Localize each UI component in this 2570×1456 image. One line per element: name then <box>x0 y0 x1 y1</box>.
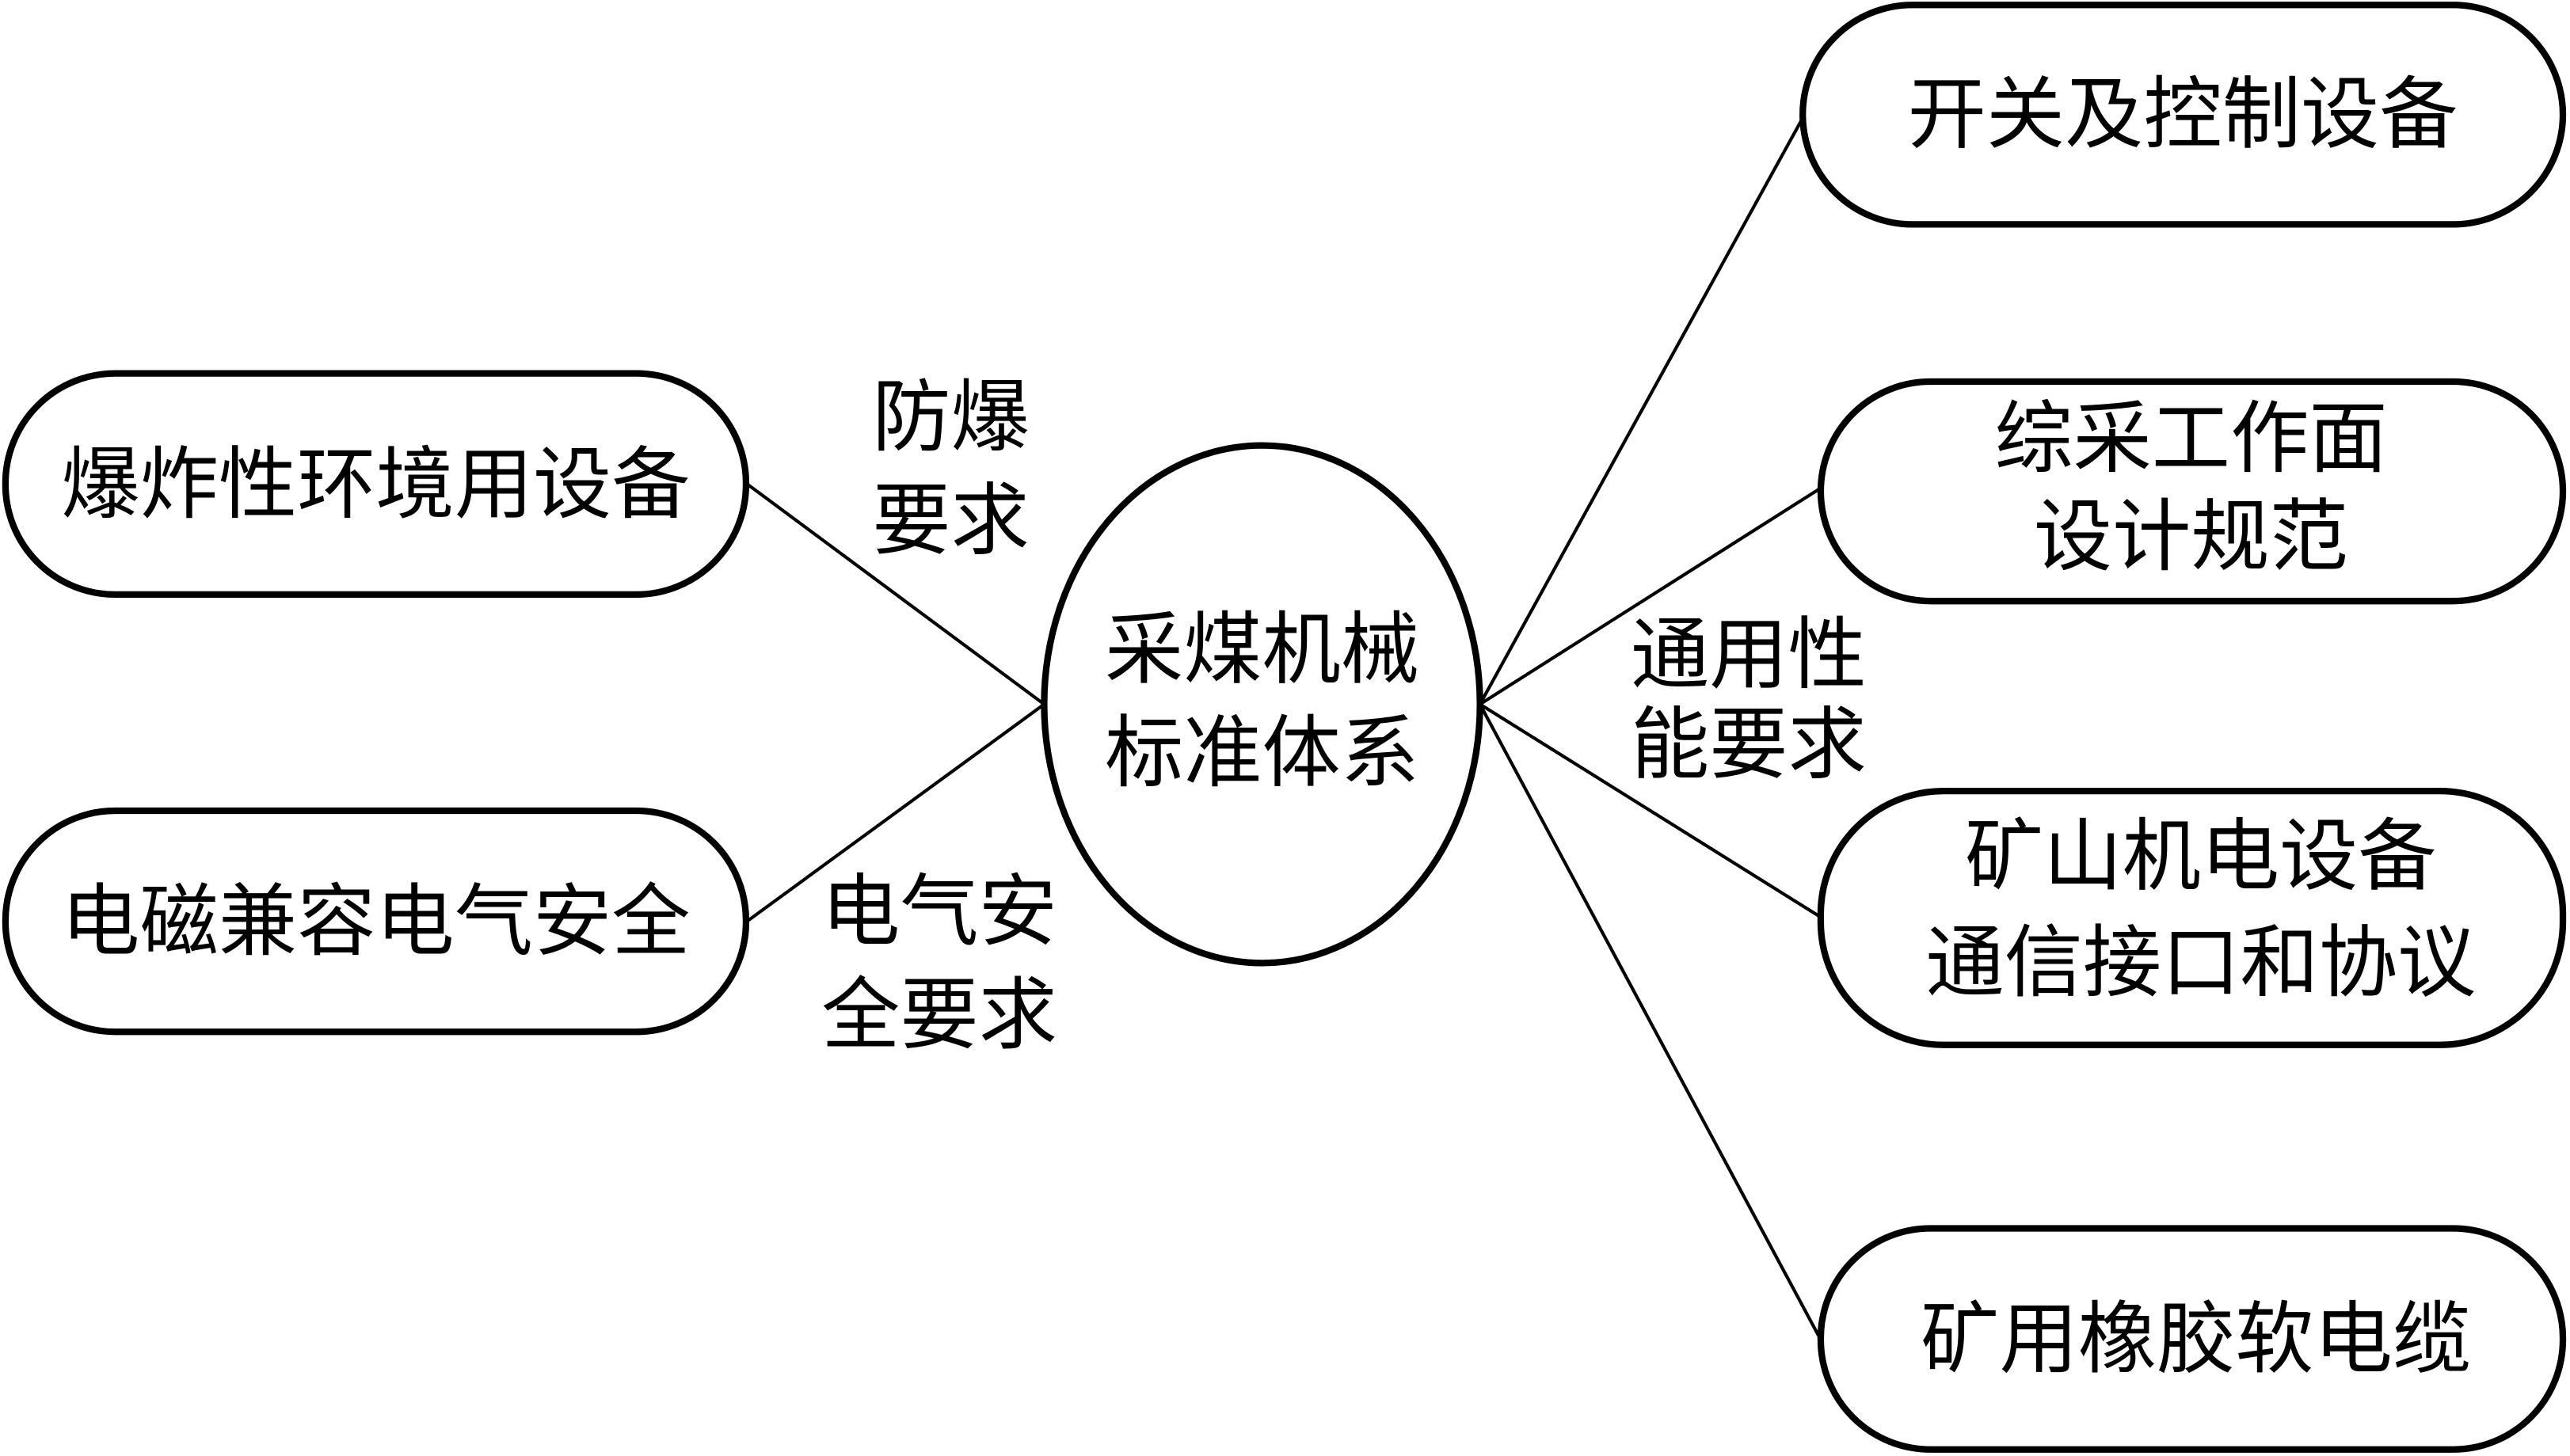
node-mine-rubber-cable: 矿用橡胶软电缆 <box>1817 1225 2567 1453</box>
edge-label-line2: 要求 <box>872 475 1030 566</box>
center-node: 采煤机械 标准体系 <box>1041 442 1483 967</box>
edge-electrical-safety <box>744 702 1045 924</box>
node-mine-equipment-communication: 矿山机电设备 通信接口和协议 <box>1817 788 2567 1048</box>
node-explosive-environment-equipment: 爆炸性环境用设备 <box>2 370 750 599</box>
edge-explosion-proof <box>744 481 1045 706</box>
node-label: 开关及控制设备 <box>1908 69 2458 160</box>
edge-communication-interface <box>1479 702 1822 919</box>
edge-label-line1: 通用性 <box>1631 610 1867 701</box>
edge-label-general-performance: 通用性 能要求 <box>1631 610 1867 791</box>
center-label-line1: 采煤机械 <box>1105 605 1419 696</box>
node-label-line2: 通信接口和协议 <box>1925 918 2476 1009</box>
node-switch-control-equipment: 开关及控制设备 <box>1799 2 2567 228</box>
node-label-line2: 设计规范 <box>2034 492 2348 583</box>
edge-label-line2: 全要求 <box>821 970 1057 1061</box>
center-label-line2: 标准体系 <box>1105 708 1419 799</box>
edge-fully-mechanized-face <box>1479 486 1822 706</box>
node-label: 爆炸性环境用设备 <box>61 439 690 530</box>
node-fully-mechanized-face-design: 综采工作面 设计规范 <box>1817 378 2567 605</box>
node-label-line1: 综采工作面 <box>1994 393 2387 485</box>
edge-label-line1: 电气安 <box>821 867 1057 958</box>
edge-label-explosion-proof: 防爆 要求 <box>872 372 1030 566</box>
node-label-line1: 矿山机电设备 <box>1965 811 2437 902</box>
node-label: 矿用橡胶软电缆 <box>1921 1294 2471 1386</box>
edge-switch-control <box>1478 116 1804 705</box>
node-emc-electrical-safety: 电磁兼容电气安全 <box>2 807 750 1036</box>
node-label: 电磁兼容电气安全 <box>61 876 690 967</box>
edge-label-electrical-safety: 电气安 全要求 <box>821 867 1057 1061</box>
edge-label-line1: 防爆 <box>872 372 1030 463</box>
edge-label-line2: 能要求 <box>1631 700 1867 791</box>
edge-rubber-cable <box>1478 703 1822 1341</box>
